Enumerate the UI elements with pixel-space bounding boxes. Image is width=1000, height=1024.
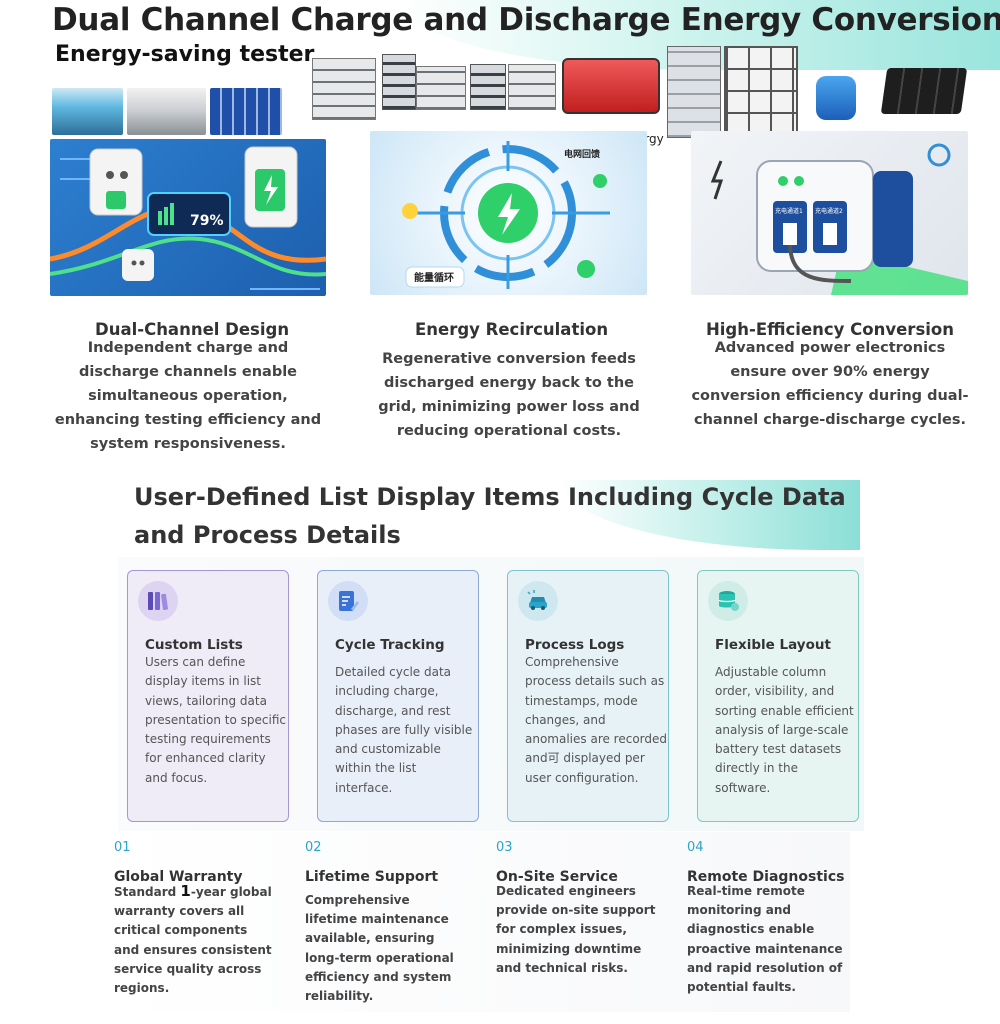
service-title-remote-diagnostics: Remote Diagnostics xyxy=(687,869,845,885)
card-process-logs: Process Logs Comprehensive process detai… xyxy=(507,570,669,822)
product-photo-rack-3 xyxy=(416,66,466,110)
card-body: Adjustable column order, visibility, and… xyxy=(715,665,854,795)
service-title-on-site-service: On-Site Service xyxy=(496,869,618,885)
feature-body-high-efficiency: Advanced power electronics ensure over 9… xyxy=(691,340,969,428)
card-flexible-layout: Flexible Layout Adjustable column order,… xyxy=(697,570,859,822)
feature-title-high-efficiency: High-Efficiency Conversion xyxy=(705,320,955,339)
service-body-global-warranty: Standard 1-year global warranty covers a… xyxy=(114,882,272,996)
card-title: Flexible Layout xyxy=(715,637,831,653)
card-body: Detailed cycle data including charge, di… xyxy=(335,665,473,795)
feedback-cn-label: 电网回馈 xyxy=(564,148,600,160)
percent-display: 79% xyxy=(190,213,224,229)
database-icon xyxy=(708,581,748,621)
service-body-lifetime-support: Comprehensive lifetime maintenance avail… xyxy=(305,893,454,1004)
section-title: User-Defined List Display Items Includin… xyxy=(134,483,846,549)
product-photo-rack-1 xyxy=(312,58,376,120)
product-photo-trays xyxy=(127,88,206,135)
service-title-global-warranty: Global Warranty xyxy=(114,869,243,885)
dual-channel-illustration: 79% xyxy=(50,139,326,296)
feature-title-energy-recirculation: Energy Recirculation xyxy=(415,320,609,339)
card-body: Users can define display items in list v… xyxy=(145,655,286,785)
product-photo-rack-5 xyxy=(508,64,556,110)
card-title: Custom Lists xyxy=(145,637,243,653)
card-title: Cycle Tracking xyxy=(335,637,445,653)
service-number: 04 xyxy=(687,840,704,855)
product-photo-rack-2 xyxy=(382,54,416,110)
product-photo-cabinet xyxy=(667,46,721,138)
product-photo-black-battery xyxy=(880,68,968,114)
product-photo-grid-cabinet xyxy=(724,46,798,138)
energy-recirculation-illustration: 电网回馈 能量循环 xyxy=(370,131,647,295)
service-number: 01 xyxy=(114,840,131,855)
service-number: 02 xyxy=(305,840,322,855)
channel2-label: 充电通道2 xyxy=(815,207,843,215)
product-photo-cells xyxy=(52,88,123,135)
page-subtitle: Energy-saving tester xyxy=(55,42,315,67)
card-custom-lists: Custom Lists Users can define display it… xyxy=(127,570,289,822)
product-photo-rack-4 xyxy=(470,64,506,110)
feature-body-dual-channel: Independent charge and discharge channel… xyxy=(54,340,322,452)
services-background xyxy=(104,832,850,1012)
product-photo-red-battery xyxy=(562,58,660,114)
card-title: Process Logs xyxy=(525,637,625,653)
service-body-on-site-service: Dedicated engineers provide on-site supp… xyxy=(496,884,656,975)
service-number: 03 xyxy=(496,840,513,855)
high-efficiency-illustration: 充电通道1 充电通道2 xyxy=(691,131,968,295)
energy-cycle-cn-label: 能量循环 xyxy=(414,271,454,284)
card-cycle-tracking: Cycle Tracking Detailed cycle data inclu… xyxy=(317,570,479,822)
card-body: Comprehensive process details such as ti… xyxy=(525,655,668,785)
service-body-remote-diagnostics: Real-time remote monitoring and diagnost… xyxy=(687,884,843,995)
feature-body-energy-recirculation: Regenerative conversion feeds discharged… xyxy=(378,351,640,439)
document-edit-icon xyxy=(328,581,368,621)
product-photo-blue-battery xyxy=(816,76,856,120)
feature-title-dual-channel: Dual-Channel Design xyxy=(95,320,290,339)
channel1-label: 充电通道1 xyxy=(775,207,803,215)
car-icon xyxy=(518,581,558,621)
books-icon xyxy=(138,581,178,621)
product-photo-battery-pack xyxy=(210,88,282,135)
service-title-lifetime-support: Lifetime Support xyxy=(305,869,439,885)
page-title: Dual Channel Charge and Discharge Energy… xyxy=(52,2,1000,38)
